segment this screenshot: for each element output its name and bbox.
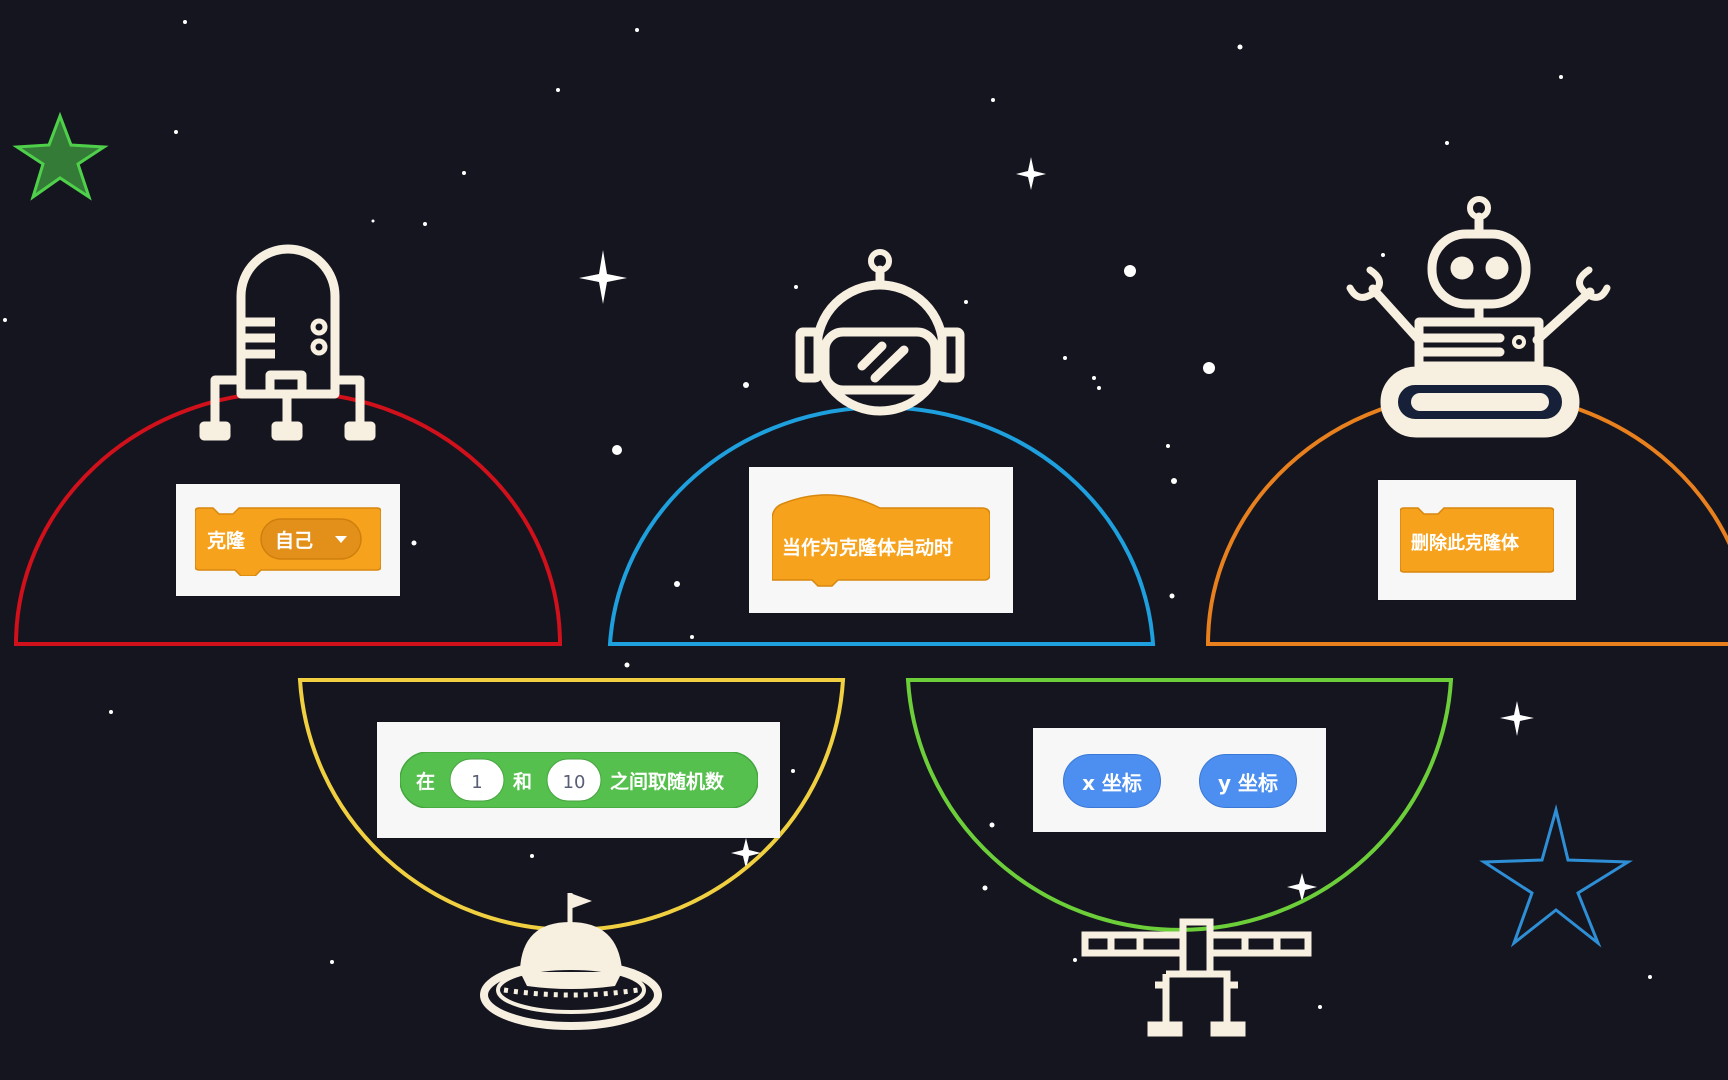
clone-label: 克隆 bbox=[207, 529, 246, 552]
random-to-value: 10 bbox=[562, 772, 585, 793]
random-from-value: 1 bbox=[471, 772, 482, 793]
when-clone-label: 当作为克隆体启动时 bbox=[782, 536, 953, 559]
random-block-card: 在 1 和 10 之间取随机数 bbox=[377, 722, 780, 838]
blue-star-icon bbox=[1479, 804, 1633, 948]
background-stars bbox=[3, 20, 1652, 1009]
x-position-block[interactable]: x 坐标 bbox=[1063, 754, 1161, 808]
clone-block-card: 克隆 自己 bbox=[176, 484, 400, 596]
green-star-icon bbox=[12, 111, 109, 201]
chevron-down-icon bbox=[335, 536, 347, 543]
x-position-label: x 坐标 bbox=[1082, 770, 1142, 795]
delete-clone-block[interactable]: 删除此克隆体 bbox=[1400, 504, 1554, 576]
clone-target-value: 自己 bbox=[275, 529, 313, 552]
sparkle-icon bbox=[579, 157, 1534, 902]
delete-clone-label: 删除此克隆体 bbox=[1411, 532, 1520, 554]
random-middle: 和 bbox=[513, 770, 532, 793]
y-position-label: y 坐标 bbox=[1218, 770, 1278, 795]
random-suffix: 之间取随机数 bbox=[610, 770, 725, 793]
delete-clone-card: 删除此克隆体 bbox=[1378, 480, 1576, 600]
random-to-input[interactable] bbox=[546, 758, 601, 802]
y-position-block[interactable]: y 坐标 bbox=[1199, 754, 1297, 808]
ufo-icon bbox=[480, 893, 662, 1030]
random-block[interactable]: 在 1 和 10 之间取随机数 bbox=[399, 752, 758, 808]
satellite-icon bbox=[1081, 918, 1312, 1037]
when-clone-card: 当作为克隆体启动时 bbox=[749, 467, 1013, 613]
when-clone-block[interactable]: 当作为克隆体启动时 bbox=[772, 490, 990, 590]
robot-icon bbox=[1346, 196, 1611, 438]
lander-icon bbox=[199, 244, 376, 441]
position-blocks-card: x 坐标 y 坐标 bbox=[1033, 728, 1326, 832]
clone-block[interactable]: 克隆 自己 bbox=[195, 504, 381, 576]
random-from-input[interactable] bbox=[449, 758, 504, 802]
astronaut-helmet-icon bbox=[795, 249, 965, 416]
random-prefix: 在 bbox=[416, 770, 435, 793]
clone-target-dropdown[interactable] bbox=[260, 518, 362, 560]
